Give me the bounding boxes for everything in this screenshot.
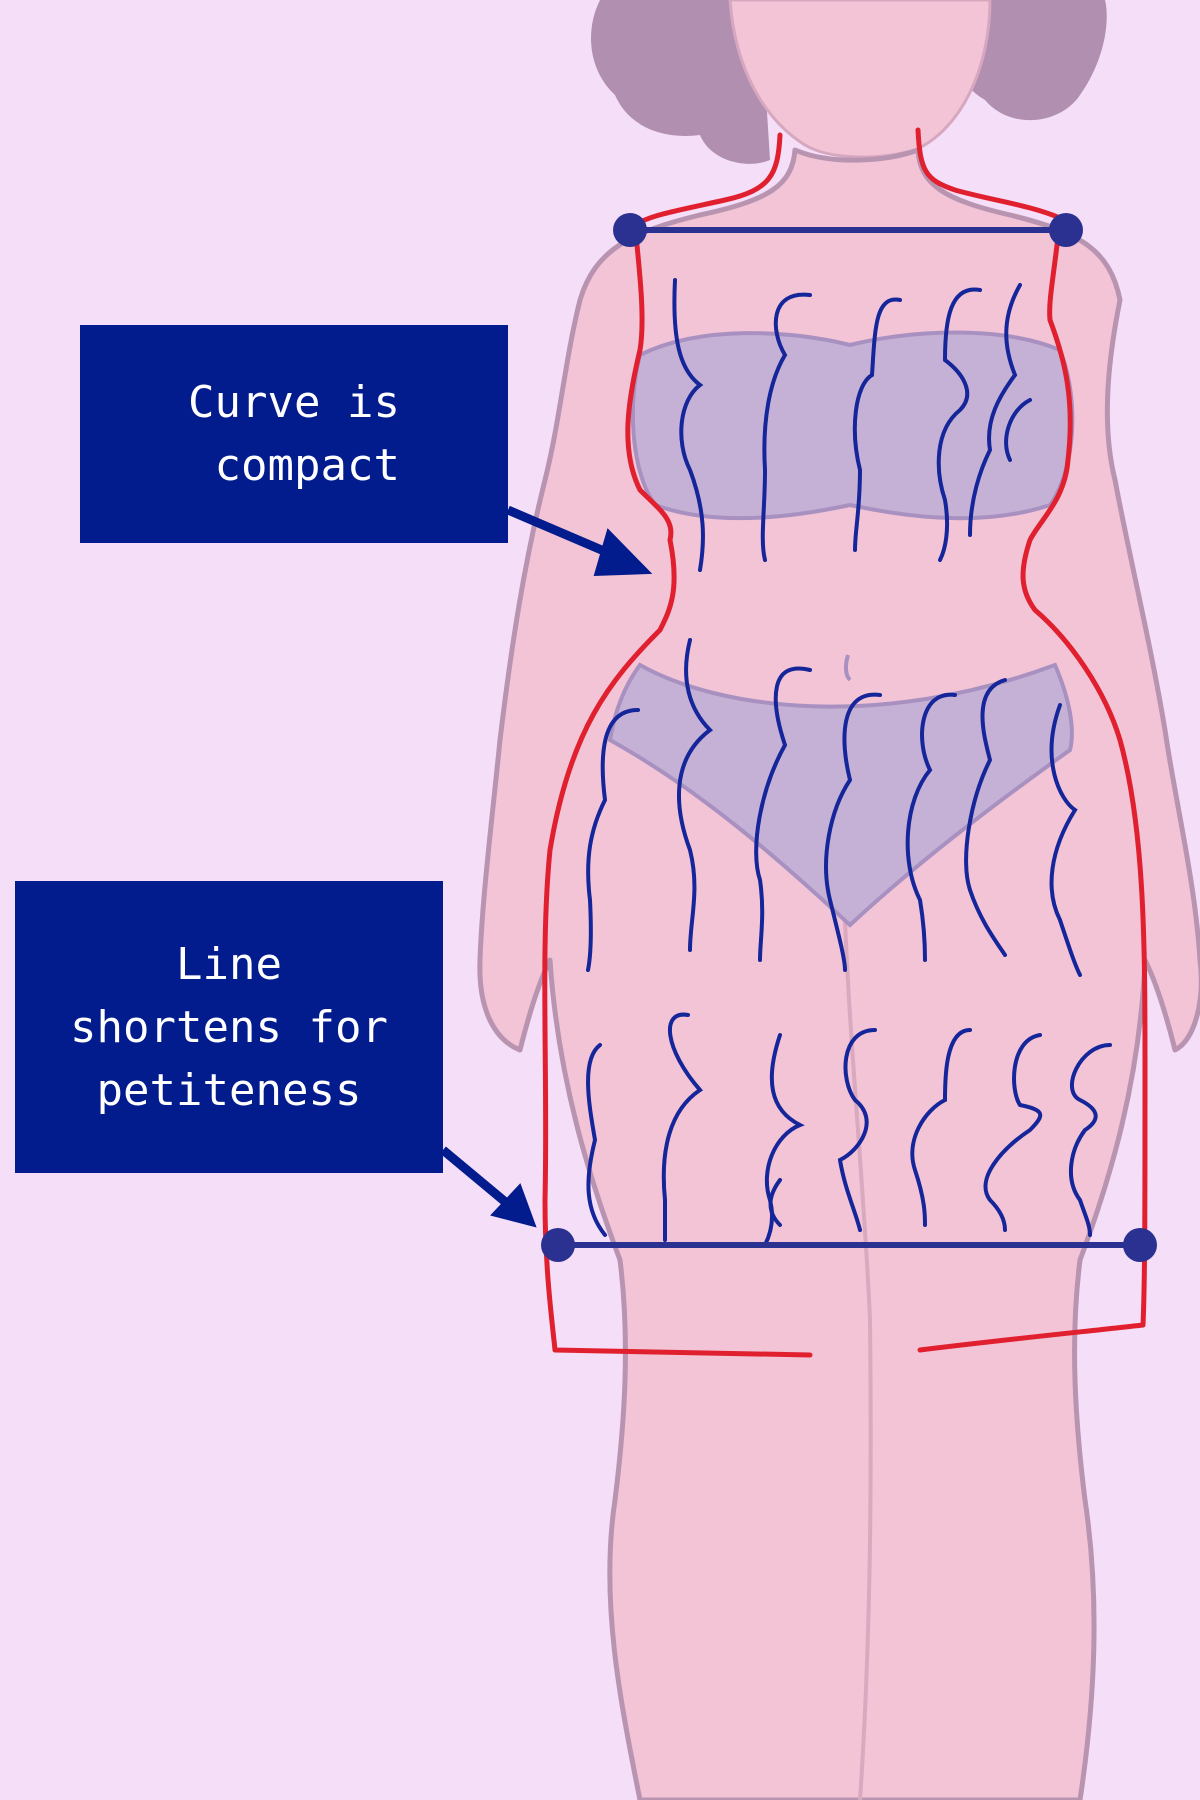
squiggle	[936, 287, 982, 562]
squiggle	[586, 1043, 607, 1237]
callout-line: Line	[176, 938, 282, 990]
squiggle	[754, 666, 812, 962]
pointer-arrow-head	[593, 528, 653, 577]
squiggle	[968, 283, 1022, 537]
callout-curve-compact: Curve is compact	[80, 325, 508, 543]
squiggle	[768, 1178, 782, 1227]
pointer-arrows	[440, 505, 653, 1228]
fabric-squiggle-group	[586, 278, 1112, 1247]
outline-left	[542, 132, 813, 1358]
face-illustration	[728, 0, 992, 159]
squiggle	[661, 1012, 704, 1242]
callout-line-shortens: Line shortens for petiteness	[15, 881, 443, 1173]
measurement-lines	[541, 213, 1157, 1262]
callout-line: shortens for	[70, 1001, 388, 1053]
squiggle	[910, 1028, 972, 1227]
leg-gap-line	[843, 919, 873, 1800]
callout-line: compact	[188, 440, 400, 491]
measurement-dot	[613, 213, 647, 247]
squiggle	[760, 292, 812, 562]
squiggle	[837, 1028, 877, 1232]
squiggle	[983, 1033, 1043, 1232]
squiggle	[824, 692, 882, 972]
measurement-dot	[1123, 1228, 1157, 1262]
squiggle	[1049, 703, 1082, 977]
pointer-arrow-head	[490, 1183, 537, 1228]
squiggle	[1068, 1043, 1112, 1237]
navel-mark	[843, 654, 852, 682]
squiggle	[964, 678, 1007, 957]
squiggle	[852, 297, 902, 552]
squiggle	[905, 692, 957, 962]
body-illustration	[477, 147, 1200, 1800]
measurement-dot	[541, 1228, 575, 1262]
callout-line: Curve is	[188, 377, 400, 428]
bra-illustration	[630, 330, 1075, 521]
squiggle	[763, 1033, 805, 1247]
pointer-arrow	[440, 1146, 518, 1214]
squiggle	[1004, 398, 1032, 462]
callout-line: petiteness	[96, 1064, 362, 1116]
measurement-dot	[1049, 213, 1083, 247]
squiggle	[586, 708, 640, 972]
squiggle	[672, 278, 705, 572]
squiggle	[676, 638, 714, 952]
